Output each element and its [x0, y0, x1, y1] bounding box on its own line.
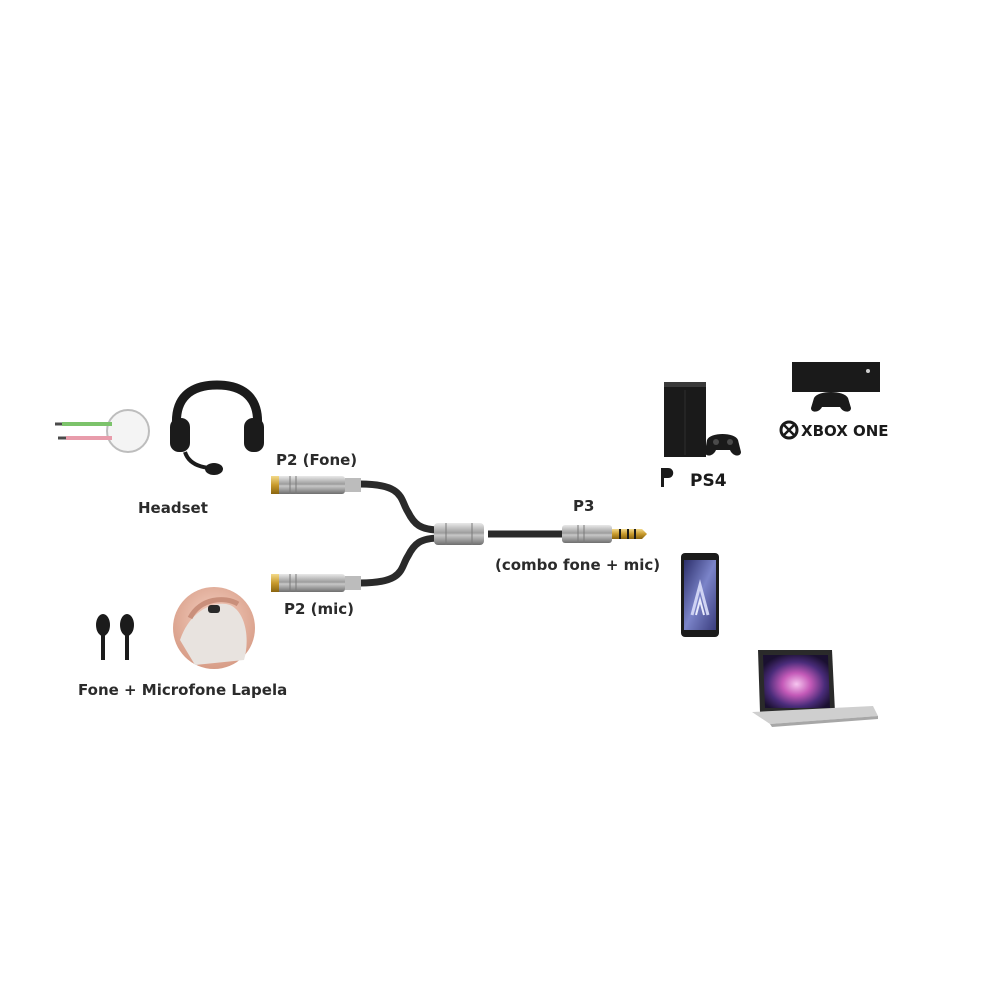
splitter-body: [434, 523, 484, 545]
laptop-icon: [752, 650, 878, 727]
jack-plugs-icon: [55, 409, 150, 453]
p3-description: (combo fone + mic): [495, 556, 661, 574]
ps4-logo-text: PS4: [690, 471, 727, 491]
p2-mic-connector: [271, 574, 361, 592]
earphones-icon: [96, 614, 134, 660]
ps4-logo: PS4: [661, 468, 727, 491]
p2-fone-label: P2 (Fone): [276, 451, 358, 469]
p3-label: P3: [573, 497, 595, 515]
earphone-lapel-label: Fone + Microfone Lapela: [78, 681, 288, 699]
lapel-mic-photo: [173, 587, 255, 669]
y-splitter-cable: [359, 480, 565, 587]
xbox-logo-text: XBOX ONE: [801, 422, 889, 440]
p2-fone-connector: [271, 476, 361, 494]
headset-label: Headset: [138, 499, 208, 517]
smartphone-icon: [681, 553, 719, 637]
xbox-logo: XBOX ONE: [779, 420, 889, 440]
headset-icon: [170, 380, 264, 475]
ps4-console-icon: [664, 382, 741, 457]
p3-plug: [562, 525, 647, 543]
p2-mic-label: P2 (mic): [284, 600, 355, 618]
xbox-console-icon: [792, 362, 880, 412]
